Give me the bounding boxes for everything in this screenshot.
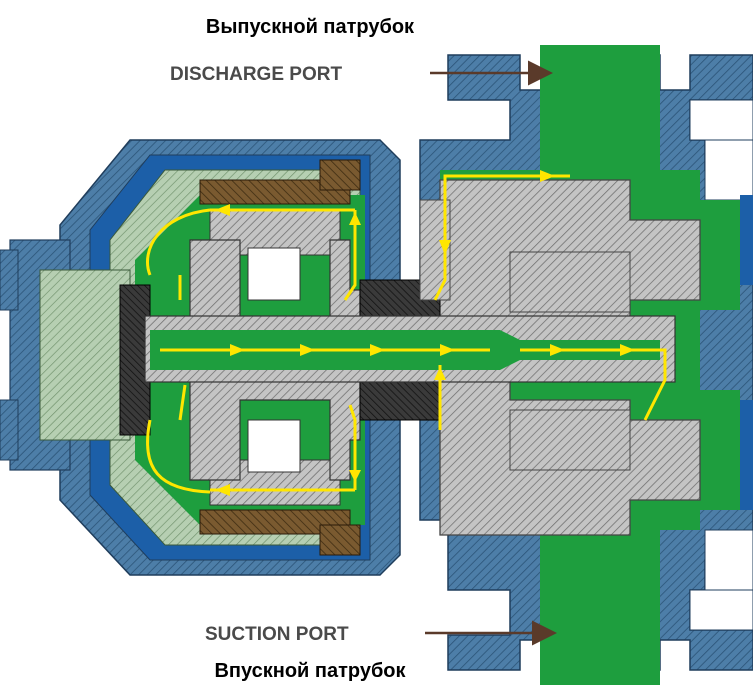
- suction-port-callout: SUCTION PORT: [205, 620, 557, 646]
- discharge-port-callout: DISCHARGE PORT: [170, 60, 553, 86]
- flow-arrows: [146, 174, 667, 494]
- suction-port-russian-title: Впускной патрубок: [214, 660, 406, 682]
- discharge-port-russian-title: Выпускной патрубок: [205, 16, 415, 38]
- flow-arrowheads: [215, 170, 635, 496]
- discharge-port-label: DISCHARGE PORT: [170, 64, 342, 85]
- outer-magnets: [199, 159, 361, 556]
- impeller: [419, 179, 701, 536]
- suction-port-label: SUCTION PORT: [205, 624, 349, 645]
